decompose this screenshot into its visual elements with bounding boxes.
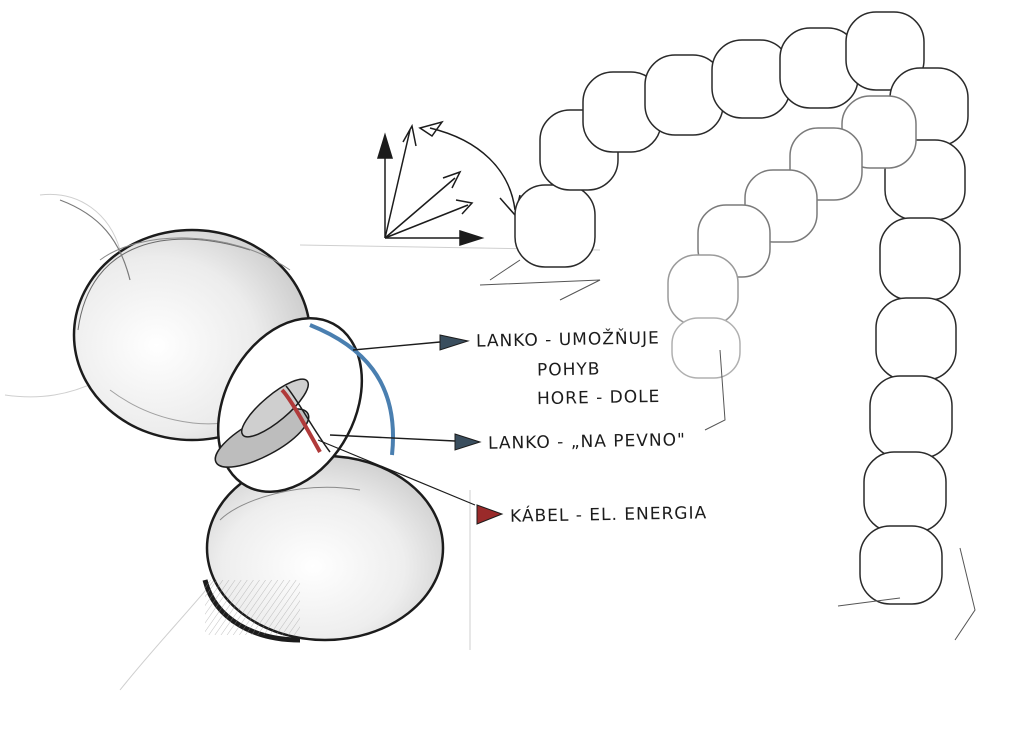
label-cable-up-down-line-2: POHYB [537,359,601,380]
arrowhead-cable-up-down [440,335,468,350]
label-cable-up-down-line-3: HORE - DOLE [537,387,661,409]
label-cable-up-down-line-1: LANKO - UMOŽŇUJE [476,328,660,351]
arrowhead-power-cable [477,505,502,524]
motion-vectors [378,122,520,245]
label-power-cable: KÁBEL - EL. ENERGIA [510,503,707,526]
arrowhead-cable-fixed [455,434,480,450]
label-cable-fixed: LANKO - „NA PEVNO" [488,430,686,453]
pointer-line-cable-up-down [353,342,440,350]
